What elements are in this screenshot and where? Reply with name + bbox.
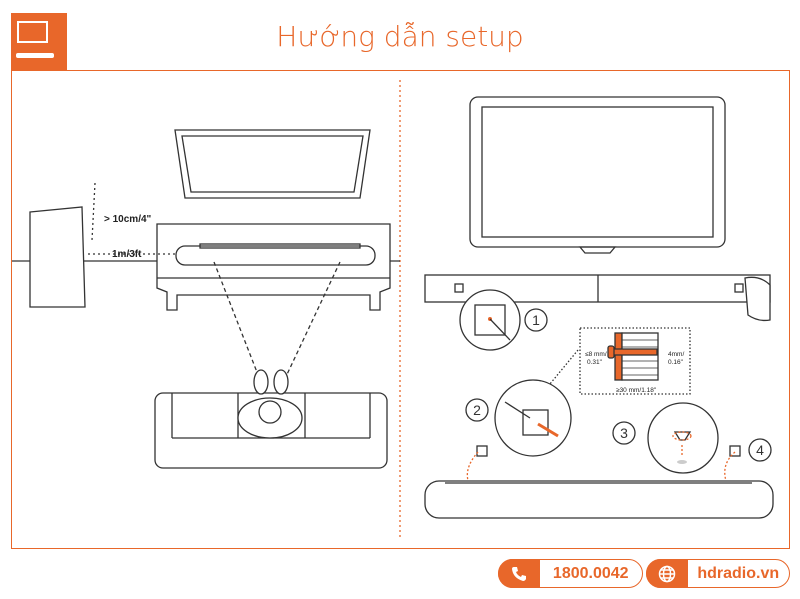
- step-4: 4: [748, 438, 772, 462]
- svg-text:0.16": 0.16": [668, 359, 684, 366]
- soundbar-left: [175, 245, 376, 266]
- hotline-button[interactable]: 1800.0042: [497, 559, 643, 588]
- svg-text:2: 2: [473, 402, 481, 418]
- hotline-number: 1800.0042: [552, 564, 629, 582]
- phone-icon: [497, 559, 540, 588]
- tv-left: [174, 129, 371, 199]
- svg-text:1: 1: [532, 312, 540, 328]
- svg-text:3: 3: [620, 425, 628, 441]
- clearance-label: > 10cm/4": [104, 214, 152, 225]
- tv-right: [469, 96, 726, 254]
- person: [237, 369, 303, 439]
- svg-text:≥30 mm/1.18": ≥30 mm/1.18": [616, 387, 657, 394]
- step-1: 1: [524, 308, 548, 332]
- globe-icon: [645, 559, 688, 588]
- step-3: 3: [612, 421, 636, 445]
- svg-text:0.31": 0.31": [587, 359, 603, 366]
- diagram-frame: [11, 70, 790, 549]
- svg-text:≤8 mm/: ≤8 mm/: [585, 351, 607, 358]
- svg-text:4: 4: [756, 442, 764, 458]
- distance-label: 1m/3ft: [112, 249, 142, 260]
- subwoofer: [29, 206, 86, 308]
- tv-stand: [156, 223, 391, 311]
- website-url: hdradio.vn: [697, 564, 780, 582]
- step-2: 2: [465, 398, 489, 422]
- soundbar-right: [424, 480, 774, 519]
- page-title: Hướng dẫn setup: [276, 20, 524, 53]
- header-tv-icon: [11, 13, 67, 70]
- website-link[interactable]: hdradio.vn: [645, 559, 790, 588]
- screw-spec-detail: ≤8 mm/ 0.31" 4mm/ 0.16" ≥30 mm/1.18": [544, 327, 691, 395]
- svg-text:4mm/: 4mm/: [668, 351, 684, 358]
